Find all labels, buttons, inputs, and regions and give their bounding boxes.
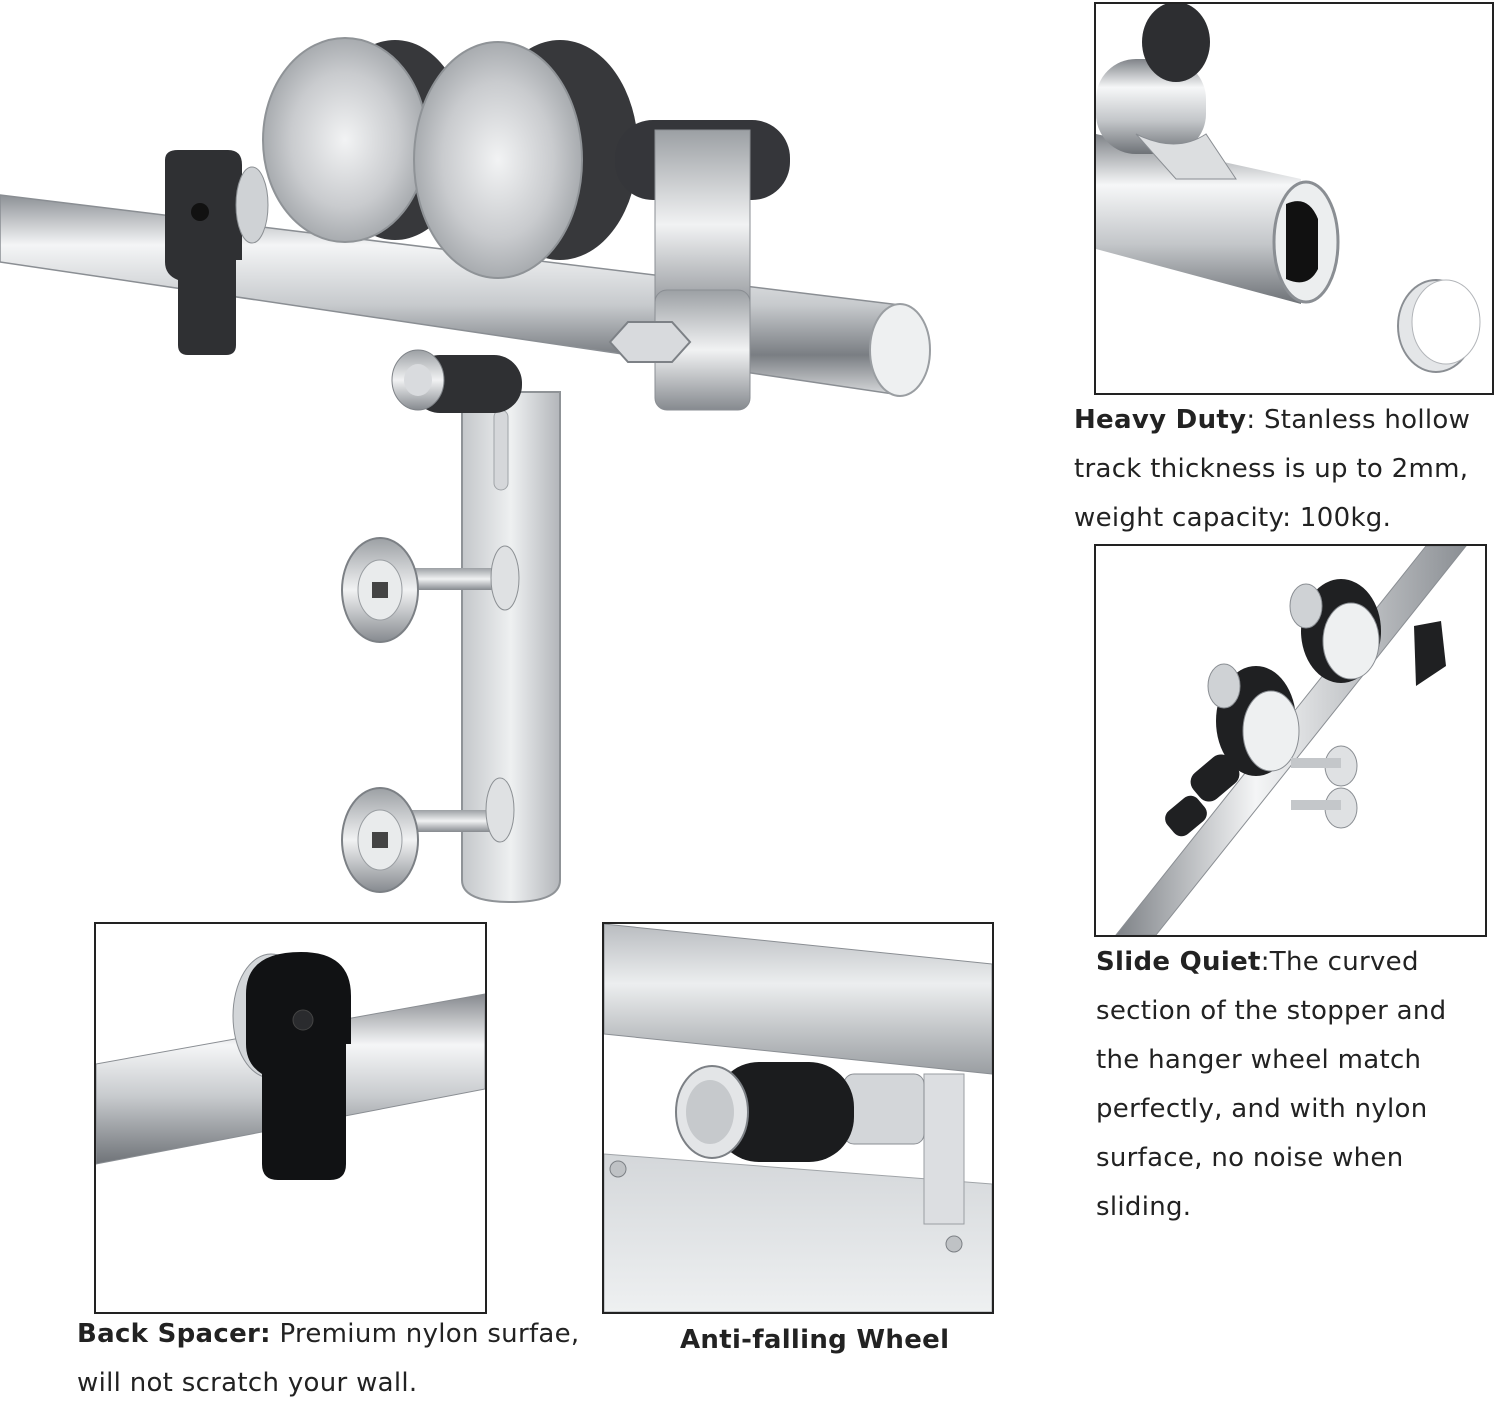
heavy-duty-caption: Heavy Duty: Stanless hollow track thickn… — [1074, 396, 1500, 543]
back-spacer-inset — [94, 922, 487, 1314]
back-spacer-caption: Back Spacer: Premium nylon surfae, will … — [77, 1310, 637, 1408]
end-cap — [1397, 279, 1481, 373]
nylon-back-spacer — [246, 952, 351, 1180]
heavy-duty-inset — [1094, 2, 1494, 395]
slide-quiet-text-2: section of the stopper and — [1096, 996, 1447, 1026]
slide-quiet-text-5: surface, no noise when — [1096, 1143, 1404, 1173]
heavy-duty-text-2: track thickness is up to 2mm, — [1074, 454, 1469, 484]
angled-spacer — [1414, 621, 1446, 686]
rail-stopper — [608, 120, 790, 411]
heavy-duty-heading: Heavy Duty — [1074, 405, 1247, 435]
anti-falling-roller — [675, 1062, 925, 1162]
anti-falling-heading: Anti-falling Wheel — [680, 1325, 950, 1355]
back-spacer-heading: Back Spacer: — [77, 1319, 271, 1349]
back-spacer — [165, 150, 269, 355]
mounting-bolt-lower — [341, 777, 515, 893]
anti-falling-wheel — [391, 349, 522, 413]
mounting-bolt-upper — [341, 537, 520, 643]
slide-quiet-inset — [1094, 544, 1487, 937]
heavy-duty-text-3: weight capacity: 100kg. — [1074, 503, 1392, 533]
anti-falling-inset — [602, 922, 994, 1314]
angled-stopper — [1165, 754, 1240, 837]
slide-quiet-caption: Slide Quiet:The curved section of the st… — [1096, 938, 1496, 1232]
anti-falling-caption: Anti-falling Wheel — [680, 1316, 1000, 1365]
heavy-duty-text-1: : Stanless hollow — [1246, 405, 1471, 435]
hanger-wheels — [262, 37, 638, 279]
back-spacer-text-1: Premium nylon surfae, — [270, 1319, 580, 1349]
slide-quiet-text-4: perfectly, and with nylon — [1096, 1094, 1428, 1124]
angled-bolts — [1291, 745, 1358, 829]
back-spacer-text-2: will not scratch your wall. — [77, 1368, 418, 1398]
angled-hanger-wheels — [1207, 579, 1381, 776]
anti-falling-plate — [604, 1073, 992, 1312]
slide-quiet-text-6: sliding. — [1096, 1192, 1192, 1222]
anti-falling-rail — [604, 924, 992, 1075]
main-hardware-illustration — [0, 0, 1000, 910]
slide-quiet-text-3: the hanger wheel match — [1096, 1045, 1422, 1075]
slide-quiet-text-1: :The curved — [1260, 947, 1419, 977]
slide-quiet-heading: Slide Quiet — [1096, 947, 1261, 977]
hollow-track-cutaway — [1096, 4, 1340, 304]
